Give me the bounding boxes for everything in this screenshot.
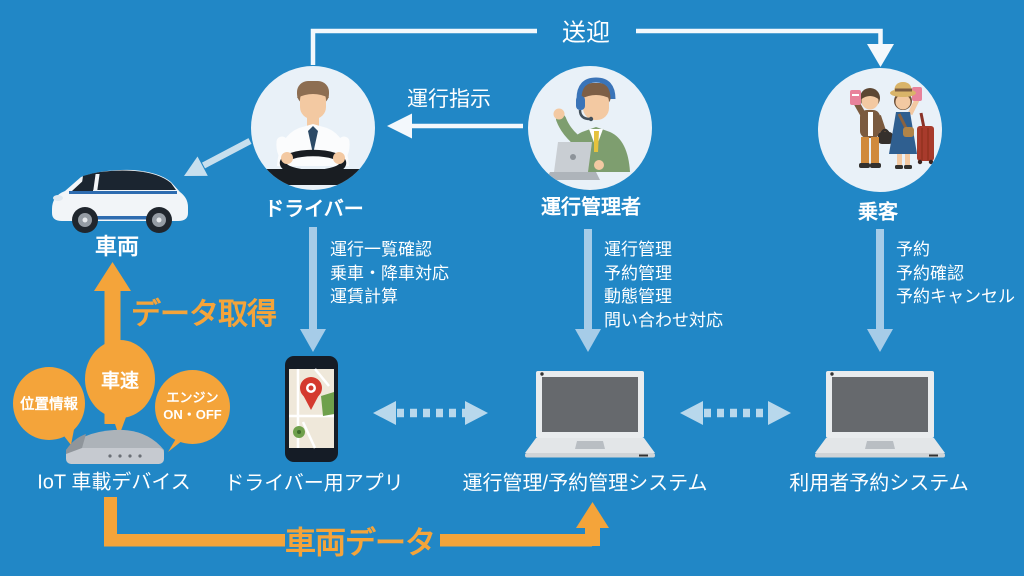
- sync-arrow-phone-system: [373, 401, 488, 425]
- driver-to-vehicle-shaft: [201, 138, 252, 169]
- phone-illustration: [285, 356, 338, 462]
- manager-task: 予約管理: [604, 263, 672, 283]
- iot-device-icon: [62, 424, 168, 468]
- manager-task: 問い合わせ対応: [604, 310, 723, 330]
- pickup-label: 送迎: [562, 19, 610, 47]
- bubble-engine-label-2: ON・OFF: [163, 407, 222, 422]
- driver-task: 運行一覧確認: [330, 240, 432, 259]
- driver-to-vehicle-arrowhead: [184, 156, 208, 176]
- bubble-engine: エンジン ON・OFF: [155, 370, 230, 444]
- manager-avatar: [528, 66, 652, 190]
- passenger-task-list: 予約 予約確認 予約キャンセル: [896, 238, 1015, 309]
- driver-task: 運賃計算: [330, 287, 398, 306]
- laptop-illustration: [815, 371, 945, 458]
- passenger-avatar: [818, 68, 942, 192]
- sync-arrow-system-system: [680, 401, 791, 425]
- manager-task: 動態管理: [604, 287, 672, 306]
- passenger-label: 乗客: [858, 201, 898, 224]
- laptop-illustration: [525, 371, 655, 458]
- bubble-location: 位置情報: [13, 367, 85, 440]
- bubble-speed: 車速: [85, 340, 155, 418]
- driver-app-label: ドライバー用アプリ: [224, 472, 404, 495]
- vertical-arrows: [300, 227, 893, 352]
- passenger-task: 予約: [896, 240, 930, 259]
- operation-system-laptop-icon: [525, 371, 655, 461]
- user-system-laptop-icon: [815, 371, 945, 461]
- manager-task-list: 運行管理 予約管理 動態管理 問い合わせ対応: [604, 238, 723, 332]
- manager-label: 運行管理者: [541, 196, 641, 219]
- vehicle-illustration: [52, 169, 188, 233]
- vehicle-label: 車両: [94, 234, 140, 259]
- pickup-arrowhead: [867, 44, 894, 67]
- operation-system-label: 運行管理/予約管理システム: [462, 472, 708, 495]
- driver-task: 乗車・降車対応: [330, 263, 449, 283]
- user-system-label: 利用者予約システム: [789, 472, 969, 495]
- vehicle-icon: [45, 164, 195, 234]
- passenger-illustration: [850, 82, 934, 169]
- iot-device-illustration: [66, 429, 164, 464]
- dispatch-label: 運行指示: [407, 88, 491, 111]
- passenger-task: 予約キャンセル: [896, 287, 1015, 306]
- manager-illustration: [546, 77, 630, 180]
- driver-illustration: [263, 81, 363, 185]
- bubble-engine-label-1: エンジン: [166, 390, 219, 406]
- passenger-task: 予約確認: [896, 263, 964, 283]
- pickup-route-line: [310, 28, 883, 65]
- bubble-speed-label: 車速: [100, 370, 139, 392]
- driver-app-phone-icon: [285, 356, 338, 462]
- dispatch-arrowhead: [387, 113, 412, 139]
- driver-label: ドライバー: [264, 198, 364, 221]
- bubble-location-label: 位置情報: [20, 397, 78, 413]
- vehicle-data-path: [104, 497, 609, 547]
- driver-task-list: 運行一覧確認 乗車・降車対応 運賃計算: [330, 238, 449, 309]
- manager-task: 運行管理: [604, 240, 672, 259]
- data-acquisition-label: データ取得: [131, 298, 277, 331]
- driver-avatar: [251, 66, 375, 190]
- vehicle-data-label: 車両データ: [285, 525, 436, 561]
- iot-device-label: IoT 車載デバイス: [37, 471, 191, 494]
